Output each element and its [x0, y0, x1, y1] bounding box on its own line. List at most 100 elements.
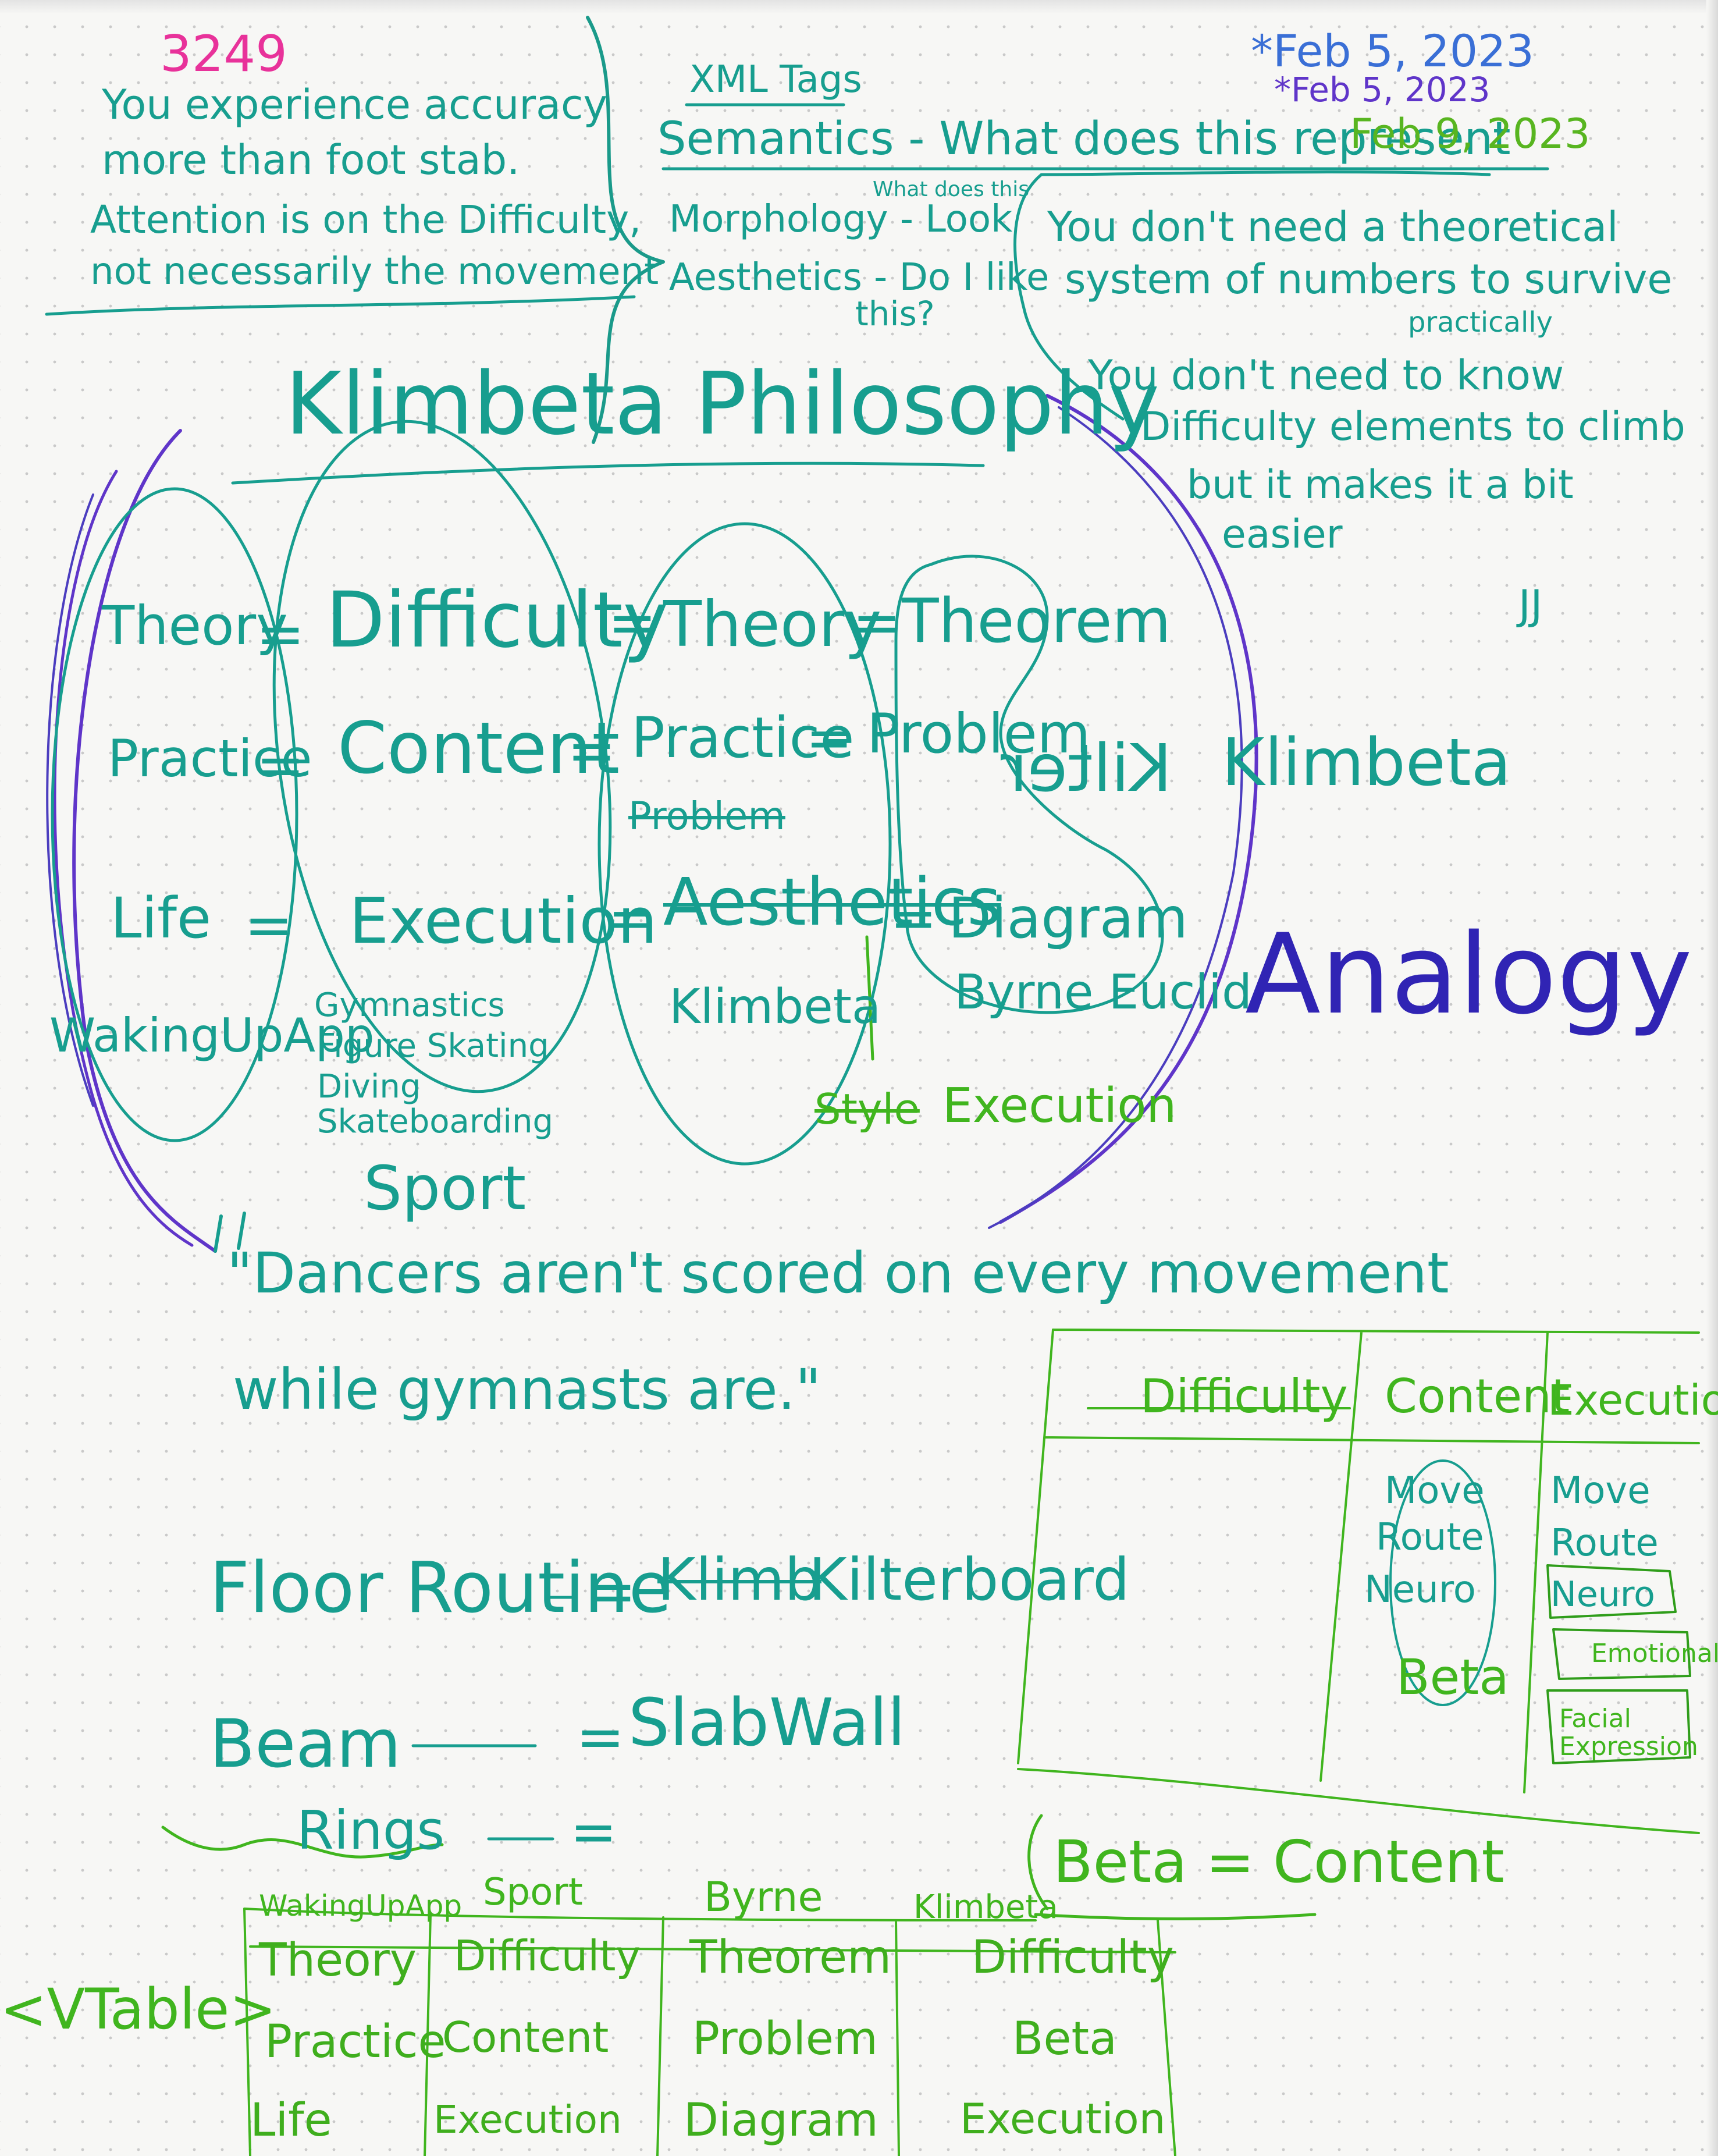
right-table-header-content: Content	[1385, 1369, 1570, 1423]
xml-tags-title: XML Tags	[689, 58, 862, 101]
bottom-header-byrne: Byrne	[704, 1873, 823, 1921]
wavy-line	[161, 1825, 444, 1859]
kilter-klimbeta: Klimbeta	[1222, 725, 1511, 801]
right-note-bracket	[1013, 171, 1491, 421]
right-note-line-4: You don't need to know	[1088, 351, 1564, 399]
eq1-equals-a: =	[256, 600, 305, 668]
connector-line	[865, 935, 874, 1061]
date-2: *Feb 5, 2023	[1274, 70, 1491, 109]
eq1-equals-b: =	[608, 588, 657, 656]
date-1: *Feb 5, 2023	[1251, 25, 1534, 77]
eq-aesthetics-struck: Aesthetics	[663, 865, 1001, 940]
right-table-header-execution: Execution	[1548, 1376, 1718, 1425]
bottom-cell: Content	[442, 2013, 609, 2062]
eq-life: Life	[111, 886, 212, 951]
bottom-cell: Theorem	[689, 1931, 892, 1984]
sport-label: Sport	[364, 1153, 527, 1224]
vtable-label: <VTable>	[0, 1977, 276, 2042]
initials: JJ	[1518, 581, 1543, 629]
kilter-mirrored: Kilter	[1001, 731, 1172, 807]
divider-line	[45, 295, 636, 316]
bottom-cell: Life	[250, 2094, 332, 2147]
note-number: 3249	[160, 25, 287, 83]
execution-neuro: Neuro	[1550, 1574, 1655, 1615]
bottom-table-grid	[243, 1908, 1176, 2156]
right-purple-arc-2	[988, 406, 1243, 1229]
execution-route: Route	[1550, 1522, 1659, 1565]
left-note-line-1: You experience accuracy	[102, 81, 607, 129]
eq-content: Content	[337, 707, 620, 790]
beta-bracket	[1027, 1814, 1049, 1910]
map-kilterboard: Kilterboard	[809, 1546, 1130, 1614]
right-note-line-6: but it makes it a bit	[1187, 462, 1574, 508]
xml-aesthetics: Aesthetics - Do I like	[669, 256, 1050, 299]
eq-diagram: Diagram	[948, 886, 1189, 951]
eq-klimbeta: Klimbeta	[669, 979, 881, 1035]
bottom-cell: Theory	[259, 1934, 417, 1987]
quote-line-1: "Dancers aren't scored on every movement	[227, 1241, 1449, 1306]
bottom-cell: Beta	[1012, 2013, 1117, 2065]
col-a-ellipse	[51, 487, 298, 1142]
bottom-header-klimbeta: Klimbeta	[913, 1888, 1058, 1926]
xml-morphology: Morphology - Look	[669, 198, 1013, 241]
left-note-line-3: Attention is on the Difficulty,	[90, 197, 642, 242]
map-rings: Rings	[297, 1799, 445, 1862]
right-note-line-5: Difficulty elements to climb	[1140, 404, 1685, 450]
eq-practice-2: Practice	[631, 705, 855, 770]
map-slabwall: SlabWall	[628, 1685, 906, 1761]
bottom-cell: Practice	[265, 2016, 446, 2068]
bottom-cell: Difficulty	[972, 1931, 1174, 1984]
map-floor: Floor Routine	[209, 1548, 672, 1629]
neuro-box	[1546, 1564, 1677, 1619]
left-note-line-2: more than foot stab.	[102, 136, 520, 184]
eq-theorem: Theorem	[902, 585, 1171, 656]
right-note-line-3: practically	[1408, 306, 1553, 339]
sport-skateboarding: Skateboarding	[317, 1103, 554, 1141]
content-beta: Beta	[1396, 1649, 1509, 1706]
eq-difficulty: Difficulty	[326, 576, 668, 665]
right-note-line-7: easier	[1222, 512, 1343, 557]
quote-mark	[214, 1212, 246, 1253]
eq-byrne-euclid: Byrne Euclid	[954, 965, 1253, 1020]
style-struck: Style	[814, 1085, 920, 1134]
eq2-equals-c: =	[806, 705, 853, 770]
right-table-header-difficulty: Difficulty	[1140, 1369, 1348, 1423]
col-c-ellipse	[597, 522, 892, 1166]
style-execution: Execution	[942, 1078, 1177, 1134]
map-floor-struck: Klimb	[657, 1546, 822, 1614]
beta-underline	[1034, 1913, 1317, 1920]
bottom-cell: Execution	[960, 2094, 1166, 2143]
execution-move: Move	[1550, 1469, 1651, 1512]
eq1-equals-c: =	[852, 588, 901, 656]
right-note-line-2: system of numbers to survive	[1065, 255, 1673, 303]
heading-underline	[231, 461, 985, 485]
xml-semantics: Semantics - What does this represent	[657, 113, 1511, 165]
bottom-header-wakingupapp: WakingUpApp	[259, 1889, 463, 1923]
facial-box	[1546, 1689, 1691, 1764]
col-d-loop	[894, 555, 1164, 1014]
emotional-box	[1552, 1628, 1691, 1680]
date-3: Feb 9, 2023	[1350, 110, 1591, 158]
bottom-cell: Difficulty	[454, 1931, 641, 1980]
right-note-line-1: You don't need a theoretical	[1047, 203, 1619, 251]
map-floor-equals: =	[588, 1557, 636, 1625]
eq-problem-struck: Problem	[628, 794, 785, 839]
eq2-equals-b: =	[567, 716, 616, 784]
bottom-header-sport: Sport	[483, 1871, 583, 1914]
xml-aesthetics-cont: this?	[855, 294, 935, 333]
quote-line-2: while gymnasts are."	[233, 1357, 821, 1422]
eq3-equals-c: =	[890, 886, 937, 951]
page-edge-top	[0, 0, 1718, 14]
xml-morphology-note: What does this	[873, 177, 1029, 201]
eq-practice: Practice	[108, 729, 312, 788]
sport-gymnastics: Gymnastics	[314, 986, 505, 1024]
col-b-ellipse	[272, 420, 612, 1093]
eq-theory: Theory	[102, 595, 288, 657]
left-note-line-4: not necessarily the movement	[90, 250, 659, 293]
content-col-ellipse	[1389, 1459, 1496, 1706]
right-purple-arc	[999, 394, 1258, 1224]
eq2-equals-a: =	[256, 731, 305, 799]
left-purple-bracket	[72, 429, 217, 1253]
eq3-equals-b: =	[608, 886, 655, 951]
